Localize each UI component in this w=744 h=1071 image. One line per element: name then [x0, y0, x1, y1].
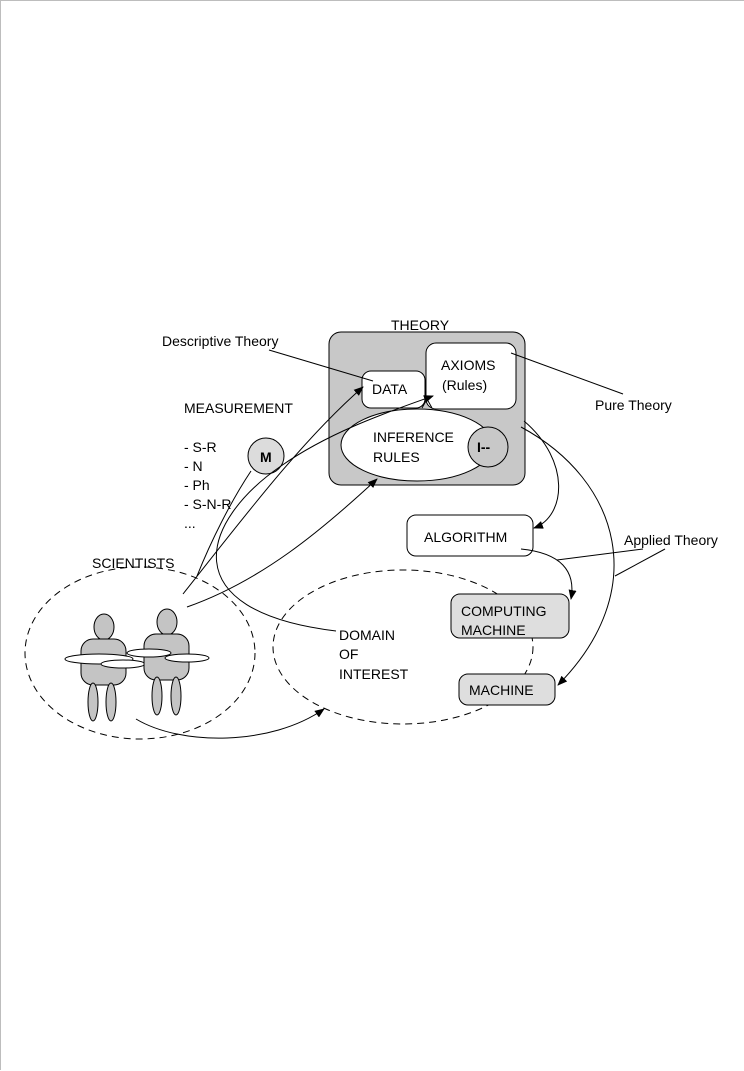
arrow-measurement-to-axioms [215, 395, 434, 632]
arrow-theory-to-algorithm [523, 420, 560, 529]
computing-label-2: MACHINE [461, 622, 526, 638]
theory-label: THEORY [391, 317, 450, 333]
applied-theory-label: Applied Theory [624, 532, 718, 548]
measurement-m-circle [247, 437, 285, 475]
measurement-item: - S-N-R [184, 496, 231, 512]
arrow-m-to-scientists [196, 470, 252, 577]
data-label: DATA [372, 381, 408, 397]
descriptive-theory-label: Descriptive Theory [162, 333, 278, 349]
measurement-item: - N [184, 458, 203, 474]
domain-label-1: DOMAIN [339, 627, 395, 643]
pure-theory-label: Pure Theory [595, 397, 672, 413]
axioms-box [425, 342, 517, 410]
measurement-item: - S-R [184, 439, 217, 455]
arrow-theory-to-machine [520, 426, 615, 686]
measurement-label: MEASUREMENT [184, 400, 293, 416]
arrow-scientists-to-data [182, 386, 364, 595]
algorithm-box [406, 514, 534, 557]
turnstile-circle [467, 426, 509, 468]
computing-label-1: COMPUTING [461, 603, 547, 619]
arrow-algorithm-to-computing [520, 548, 577, 600]
scientists-label: SCIENTISTS [92, 555, 174, 571]
scientists-ellipse [24, 566, 256, 740]
axioms-label: AXIOMS [441, 357, 495, 373]
measurement-item: ... [184, 515, 196, 531]
machine-label: MACHINE [469, 682, 534, 698]
domain-ellipse [272, 569, 534, 725]
applied-theory-leader-1 [556, 548, 644, 561]
descriptive-theory-leader [268, 349, 374, 382]
axioms-sub-label: (Rules) [442, 377, 487, 393]
arrow-scientists-to-inference [186, 478, 378, 608]
applied-theory-leader-2 [614, 548, 666, 577]
inference-label-2: RULES [373, 449, 420, 465]
machine-box [458, 673, 556, 706]
scientist-figure-right [126, 608, 210, 716]
pure-theory-leader [510, 352, 624, 395]
domain-label-3: INTEREST [339, 666, 409, 682]
arrow-scientists-to-domain [135, 708, 325, 739]
inference-label-1: INFERENCE [373, 429, 454, 445]
scientist-figure-left [64, 613, 146, 722]
turnstile-label: I-- [477, 439, 491, 455]
computing-machine-box [450, 593, 570, 639]
algorithm-label: ALGORITHM [424, 529, 507, 545]
domain-label-2: OF [339, 646, 358, 662]
m-circle-label: M [260, 449, 272, 465]
measurement-item: - Ph [184, 477, 210, 493]
